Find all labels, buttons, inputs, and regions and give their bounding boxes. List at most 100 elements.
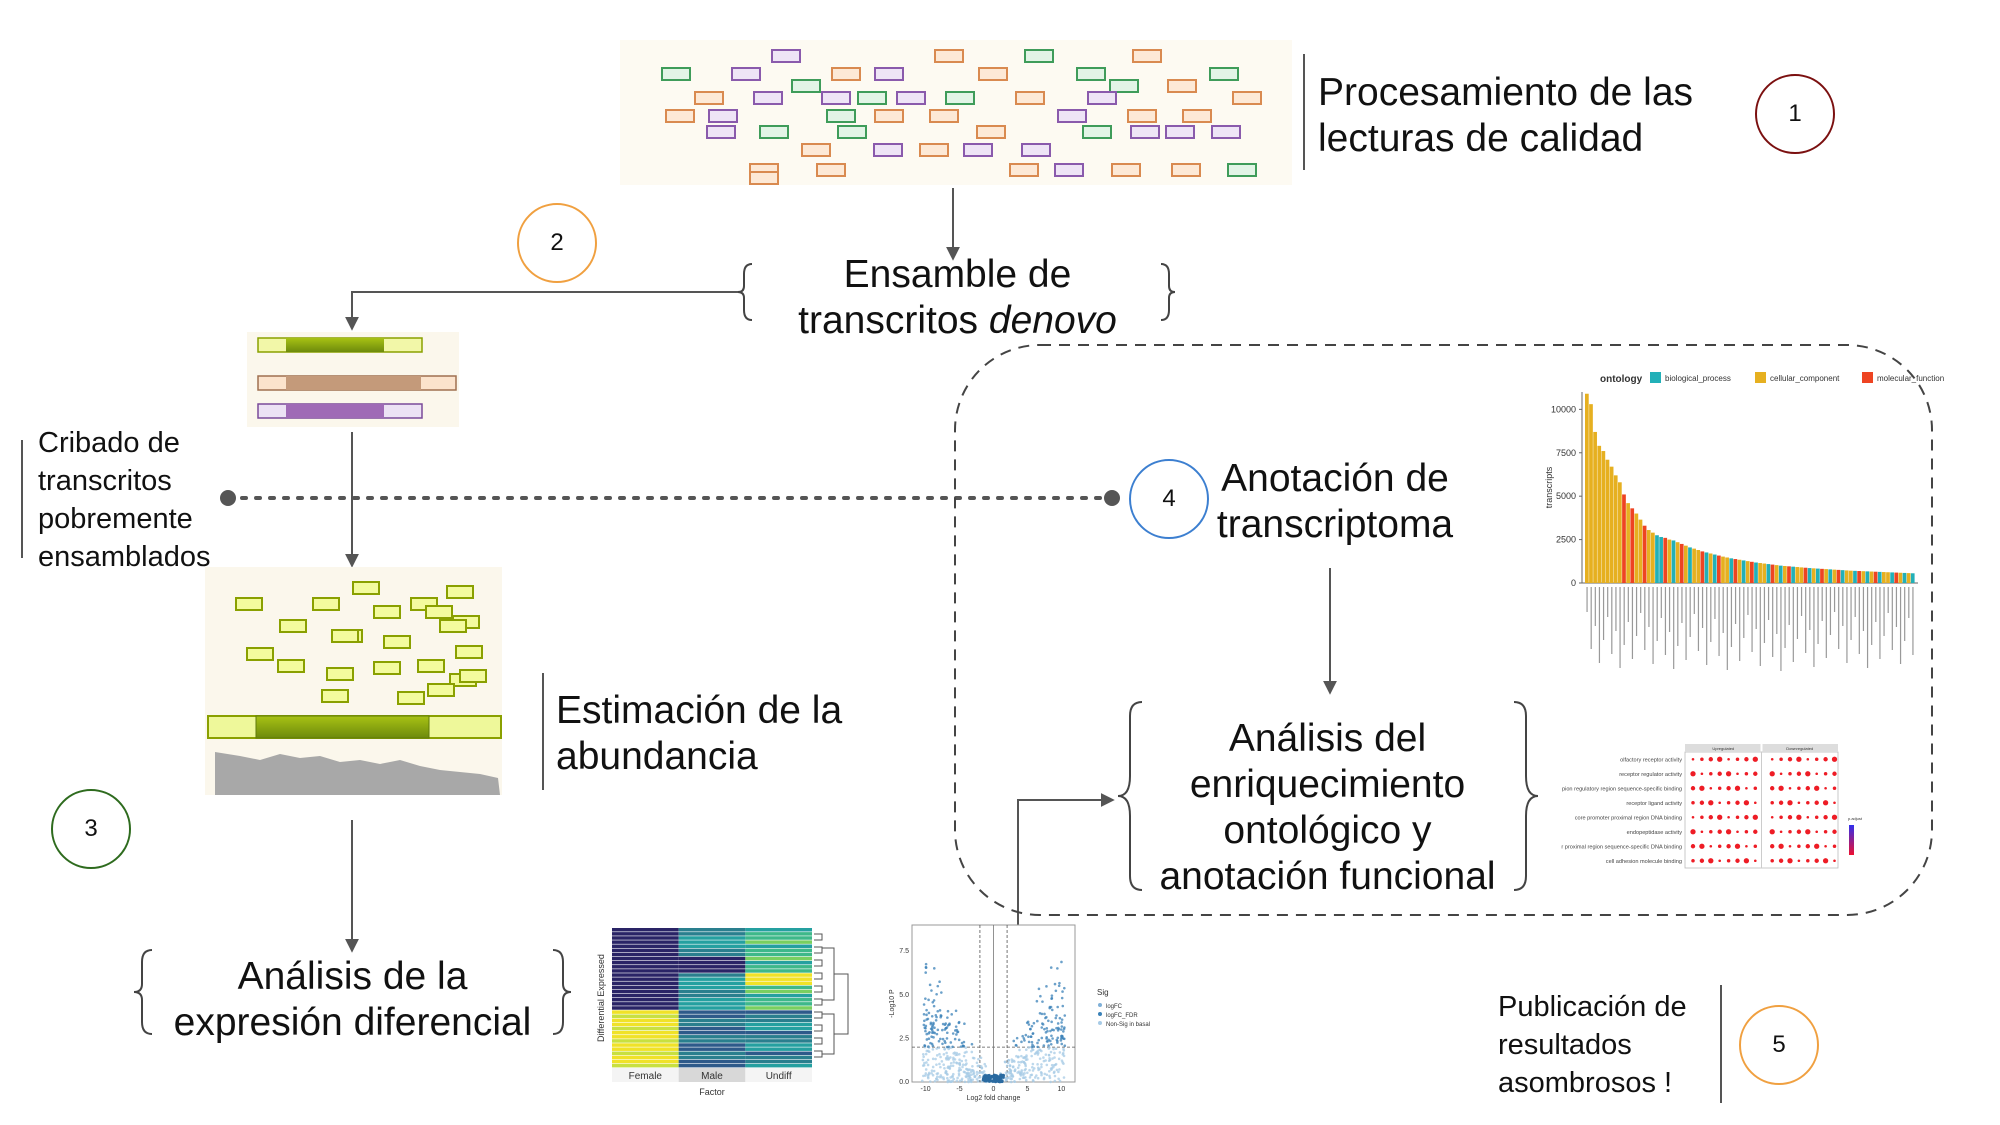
heatmap-cell-32-0 [612, 1059, 679, 1064]
volcano-legend-swatch-2 [1098, 1021, 1102, 1025]
volcano-point-43 [936, 984, 940, 988]
coverage-profile [215, 740, 500, 795]
volcano-point-635 [954, 1053, 958, 1057]
heatmap-cell-20-1 [678, 1010, 746, 1014]
volcano-point-639 [927, 1037, 931, 1041]
volcano-point-209 [922, 1012, 926, 1016]
chart-bar-26 [1692, 548, 1696, 583]
chart-bar-20 [1667, 539, 1672, 583]
volcano-point-370 [933, 1026, 936, 1030]
volcano-point-611 [930, 1042, 934, 1046]
chart-bar-15 [1646, 530, 1651, 583]
dotplot-dot-6-3 [1717, 844, 1722, 848]
volcano-point-80 [1045, 1073, 1049, 1077]
dotplot-dot-4-4 [1727, 815, 1730, 819]
read-3-5 [945, 91, 975, 105]
heatmap-cell-23-0 [612, 1022, 679, 1027]
dotplot-dot-2-2 [1709, 786, 1713, 790]
heatmap-cell-13-1 [678, 981, 746, 986]
dotplot-dot-1-9 [1779, 772, 1783, 776]
volcano-core-point-61 [993, 1075, 997, 1079]
abundance-read-23 [459, 669, 487, 683]
dotplot-dot-5-14 [1823, 830, 1828, 834]
read-4-6 [1127, 109, 1157, 123]
volcano-point-53 [925, 1038, 929, 1041]
dendro-leaf-9 [814, 1050, 823, 1058]
volcano-point-297 [923, 1019, 926, 1023]
read-4-5 [1057, 109, 1087, 123]
volcano-point-566 [1016, 1055, 1020, 1059]
volcano-point-44 [1063, 986, 1066, 990]
volcano-point-505 [1030, 1066, 1034, 1069]
volcano-point-545 [932, 1031, 935, 1034]
brace-de-left [133, 949, 153, 1035]
dotplot-dot-1-1 [1700, 772, 1704, 776]
heatmap-cell-29-1 [678, 1047, 746, 1051]
dotplot-dot-2-0 [1690, 786, 1696, 791]
heatmap-group-male: Male [701, 1071, 723, 1082]
heatmap-cell-26-1 [678, 1035, 746, 1039]
dotplot-dot-7-1 [1699, 858, 1705, 863]
volcano-point-238 [945, 1031, 949, 1035]
divider-step5 [1720, 985, 1722, 1103]
chart-bar-52 [1799, 567, 1804, 583]
dotplot-dot-3-8 [1770, 801, 1774, 805]
dotplot-row-label-5: endopeptidase activity [1627, 830, 1683, 836]
abundance-read-17 [326, 667, 354, 681]
dotplot-dot-4-5 [1735, 815, 1740, 819]
volcano-point-144 [927, 998, 930, 1002]
volcano-point-268 [1040, 1026, 1044, 1029]
volcano-point-175 [953, 1029, 957, 1032]
step1-label: Procesamiento de las lecturas de calidad [1318, 70, 1693, 162]
step5-label: Publicación de resultados asombrosos ! [1498, 988, 1687, 1102]
heatmap-cell-33-1 [678, 1063, 746, 1068]
volcano-point-155 [975, 1077, 979, 1081]
read-7-3 [1054, 163, 1084, 177]
chart-bar-29 [1704, 552, 1709, 583]
volcano-point-233 [1020, 1040, 1023, 1044]
chart-legend-swatch-biological_process [1650, 372, 1661, 383]
read-6-0 [801, 143, 831, 157]
dotplot-dot-0-3 [1717, 756, 1723, 762]
chart-bar-33 [1721, 556, 1725, 583]
dotplot-dot-7-2 [1708, 858, 1714, 864]
volcano-point-621 [938, 1009, 942, 1012]
dotplot-dot-0-1 [1700, 757, 1704, 761]
volcano-point-360 [1026, 1058, 1029, 1061]
read-2-2 [1167, 79, 1197, 93]
read-5-7 [1211, 125, 1241, 139]
chart-bar-11 [1630, 508, 1635, 583]
volcano-point-499 [932, 1022, 935, 1026]
chart-bar-19 [1663, 537, 1668, 583]
volcano-point-140 [949, 1076, 952, 1079]
step2-line2-italic: denovo [988, 299, 1117, 342]
volcano-core-point-69 [981, 1077, 986, 1081]
volcano-point-122 [1050, 1008, 1054, 1012]
volcano-point-456 [1010, 1074, 1014, 1077]
heatmap-cell-14-2 [745, 985, 812, 990]
dotplot-dot-0-15 [1831, 756, 1838, 762]
step3-number: 3 [84, 815, 98, 842]
dendro-branch-a [822, 947, 835, 1001]
volcano-point-321 [1060, 1021, 1063, 1024]
dotplot-dot-2-11 [1797, 786, 1801, 790]
volcano-point-352 [1030, 1054, 1033, 1058]
heatmap-cell-8-2 [745, 960, 812, 965]
read-2-0 [791, 79, 821, 93]
volcano-point-151 [1011, 1065, 1015, 1068]
step2-number-badge: 2 [517, 203, 597, 283]
volcano-point-616 [1023, 1072, 1026, 1075]
volcano-point-588 [1057, 1077, 1060, 1081]
volcano-point-197 [964, 1075, 968, 1078]
volcano-point-313 [958, 1058, 961, 1062]
volcano-point-600 [944, 1041, 947, 1045]
volcano-point-546 [962, 1044, 966, 1048]
heatmap-cell-25-2 [745, 1030, 812, 1035]
heatmap-cell-5-1 [678, 948, 746, 953]
volcano-point-534 [924, 1024, 928, 1028]
volcano-point-196 [1042, 1056, 1045, 1059]
read-3-8 [1232, 91, 1262, 105]
volcano-point-129 [1022, 1037, 1026, 1040]
volcano-point-531 [940, 1075, 943, 1079]
step5-number: 5 [1772, 1031, 1786, 1058]
